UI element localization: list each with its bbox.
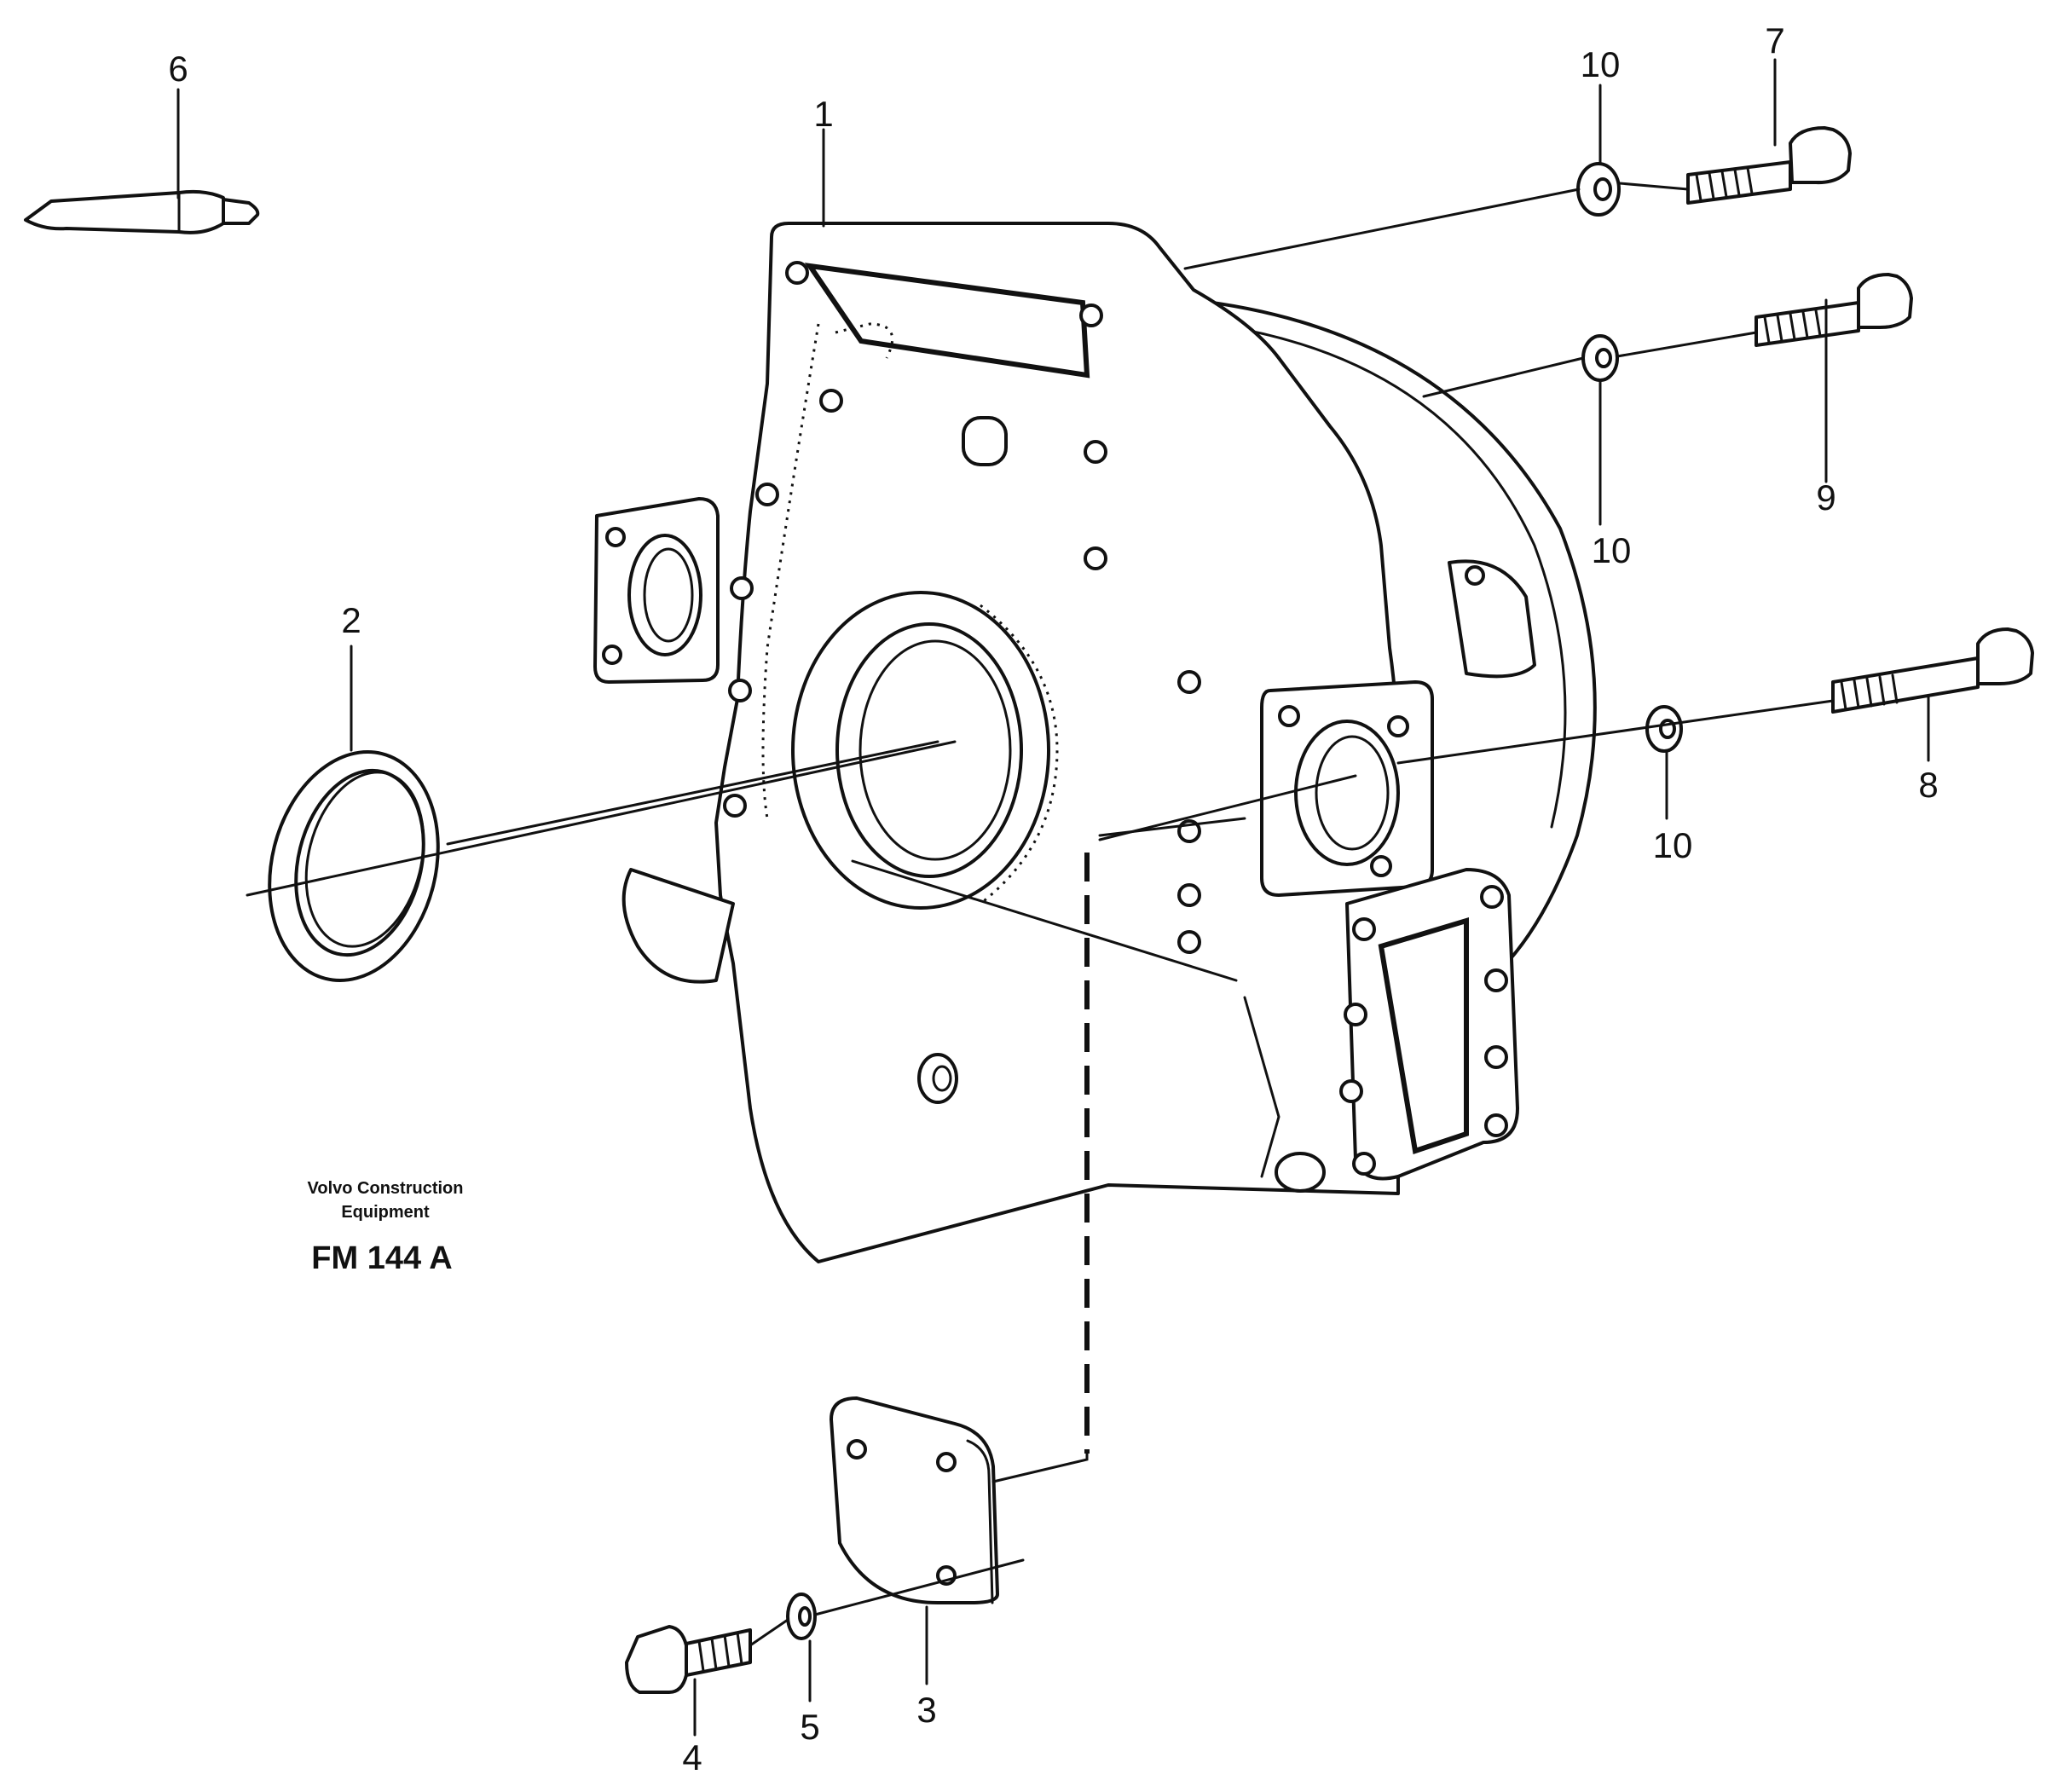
callout-10-middle: 10: [1592, 530, 1632, 570]
callout-6: 6: [168, 49, 188, 89]
callout-4: 4: [682, 1737, 702, 1778]
callout-9: 9: [1816, 477, 1835, 517]
caption-code: FM 144 A: [311, 1240, 452, 1276]
cover-screw-drawing: [625, 1625, 752, 1694]
callout-10-lower: 10: [1653, 825, 1693, 865]
assembly-lines: [246, 182, 1835, 1647]
cover-plate-drawing: [830, 1396, 999, 1604]
cover-washer-drawing: [786, 1593, 817, 1640]
seal-ring-drawing: [268, 750, 440, 982]
callout-1: 1: [813, 94, 833, 134]
callout-8: 8: [1918, 765, 1938, 805]
screw-middle-drawing: [1755, 273, 1913, 347]
callout-7: 7: [1765, 20, 1784, 61]
sealant-tube-drawing: [24, 189, 260, 234]
screw-top-drawing: [1686, 126, 1852, 205]
callout-2: 2: [341, 600, 361, 640]
callout-5: 5: [800, 1707, 819, 1747]
washer-lower-drawing: [1645, 705, 1683, 753]
flywheel-housing-drawing: [593, 222, 1597, 1263]
screw-lower-drawing: [1831, 627, 2034, 714]
caption-line-2: Equipment: [341, 1203, 430, 1222]
leader-lines: [176, 58, 1930, 1737]
callout-3: 3: [916, 1690, 936, 1730]
washer-middle-drawing: [1581, 334, 1619, 382]
caption-line-1: Volvo Construction: [308, 1179, 464, 1198]
callout-10-top: 10: [1581, 44, 1621, 84]
washer-top-drawing: [1576, 162, 1621, 217]
